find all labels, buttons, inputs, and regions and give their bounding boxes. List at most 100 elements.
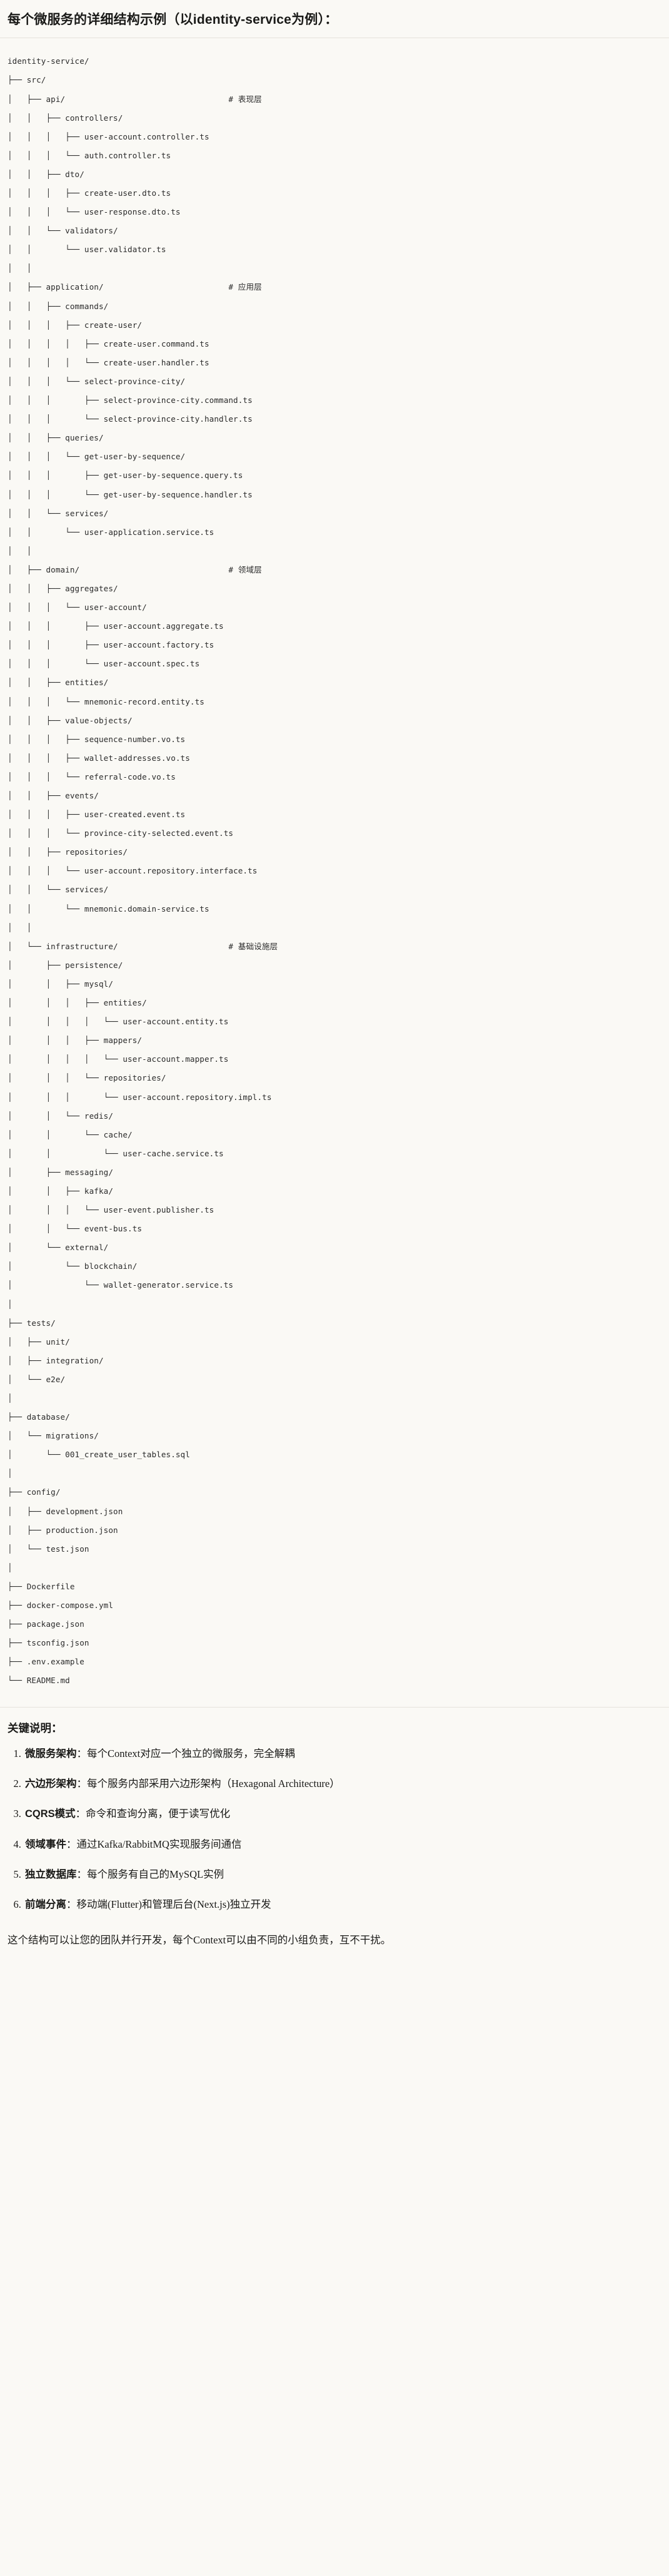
- tree-line: │ └── test.json: [8, 1544, 89, 1554]
- key-note-description: 移动端(Flutter)和管理后台(Next.js)独立开发: [76, 1898, 271, 1911]
- key-note-description: 每个服务内部采用六边形架构（Hexagonal Architecture）: [87, 1777, 340, 1789]
- key-note-description: 每个Context对应一个独立的微服务，完全解耦: [87, 1747, 295, 1759]
- tree-line: │ │ │ └── referral-code.vo.ts: [8, 771, 176, 781]
- tree-line: │ │: [8, 263, 32, 273]
- tree-line: │ ├── integration/: [8, 1355, 104, 1365]
- tree-line: │ │ ├── aggregates/: [8, 583, 118, 593]
- key-note-separator: ：: [66, 1838, 77, 1850]
- tree-line: │ └── wallet-generator.service.ts: [8, 1280, 234, 1290]
- tree-line: │ │ ├── repositories/: [8, 847, 128, 857]
- tree-line: │ └── external/: [8, 1243, 109, 1253]
- tree-line: │ │ └── services/: [8, 885, 109, 895]
- tree-line: │ │ │ └── user-account/: [8, 603, 147, 613]
- key-note-separator: ：: [76, 1868, 88, 1881]
- tree-line-comment: # 领域层: [228, 564, 262, 574]
- tree-line: │ │ ├── controllers/: [8, 113, 123, 123]
- page-title: 每个微服务的详细结构示例（以identity-service为例）：: [8, 13, 338, 27]
- key-note-item: CQRS模式：命令和查询分离，便于读写优化: [24, 1806, 661, 1822]
- key-note-item: 独立数据库：每个服务有自己的MySQL实例: [24, 1866, 661, 1883]
- tree-line: ├── tsconfig.json: [8, 1638, 89, 1648]
- tree-line: │ │ └── cache/: [8, 1129, 133, 1139]
- tree-line: │ │: [8, 546, 32, 556]
- key-note-term: 六边形架构: [25, 1778, 77, 1789]
- tree-line: │ │ └── user-cache.service.ts: [8, 1148, 224, 1158]
- tree-line: └── README.md: [8, 1676, 70, 1686]
- tree-line: │ │ └── services/: [8, 508, 109, 518]
- tree-line: │ └── 001_create_user_tables.sql: [8, 1450, 190, 1460]
- tree-line: │ │ │ └── user-account.repository.interf…: [8, 866, 258, 876]
- tree-line: identity-service/: [8, 56, 89, 66]
- tree-line: │ │ │ ├── mappers/: [8, 1036, 143, 1046]
- document-page: 每个微服务的详细结构示例（以identity-service为例）： ident…: [0, 0, 669, 1962]
- tree-line: │ │ │ └── get-user-by-sequence.handler.t…: [8, 489, 253, 499]
- key-notes-section: 关键说明： 微服务架构：每个Context对应一个独立的微服务，完全解耦六边形架…: [0, 1708, 669, 1930]
- tree-line: │ │ │ │ └── user-account.mapper.ts: [8, 1054, 229, 1064]
- key-note-term: 独立数据库: [25, 1869, 77, 1881]
- directory-tree-block: identity-service/ ├── src/ │ ├── api/ # …: [0, 38, 669, 1707]
- tree-line: │ │ │ └── province-city-selected.event.t…: [8, 828, 234, 838]
- key-note-term: 领域事件: [25, 1838, 66, 1850]
- key-note-item: 微服务架构：每个Context对应一个独立的微服务，完全解耦: [24, 1746, 661, 1762]
- tree-line: │ │ └── validators/: [8, 226, 118, 236]
- tree-line: ├── database/: [8, 1412, 70, 1422]
- tree-line: │ │ │ ├── user-created.event.ts: [8, 810, 186, 820]
- tree-line: │ │ ├── kafka/: [8, 1186, 114, 1196]
- tree-line: │ │ │ ├── wallet-addresses.vo.ts: [8, 753, 190, 763]
- tree-line: │: [8, 1469, 13, 1479]
- tree-line: │ │ └── user-application.service.ts: [8, 527, 214, 537]
- key-notes-list: 微服务架构：每个Context对应一个独立的微服务，完全解耦六边形架构：每个服务…: [8, 1746, 661, 1913]
- key-note-separator: ：: [75, 1808, 86, 1820]
- tree-line: │ │ │ │ ├── create-user.command.ts: [8, 339, 209, 349]
- tree-line: │ ├── persistence/: [8, 960, 123, 970]
- tree-line: │ │ │ ├── get-user-by-sequence.query.ts: [8, 471, 243, 481]
- directory-tree: identity-service/ ├── src/ │ ├── api/ # …: [8, 52, 661, 1690]
- key-note-description: 每个服务有自己的MySQL实例: [87, 1868, 224, 1881]
- key-note-term: 微服务架构: [25, 1748, 77, 1759]
- tree-line: │ │ ├── commands/: [8, 301, 109, 311]
- tree-line: │ └── e2e/: [8, 1374, 66, 1384]
- tree-line: ├── docker-compose.yml: [8, 1601, 114, 1611]
- tree-line: │ │ └── event-bus.ts: [8, 1224, 143, 1234]
- tree-line: │: [8, 1299, 13, 1309]
- tree-line: │ │ │ └── user-response.dto.ts: [8, 207, 181, 217]
- tree-line: │ │ │ ├── user-account.controller.ts: [8, 131, 209, 141]
- tree-line: │ │: [8, 922, 32, 932]
- tree-line: │: [8, 1393, 13, 1403]
- tree-line-comment: # 基础设施层: [228, 941, 278, 951]
- tree-line: │ │ │ └── select-province-city/: [8, 376, 186, 386]
- tree-line: │ │ ├── dto/: [8, 169, 84, 179]
- tree-line: │ │ └── mnemonic.domain-service.ts: [8, 904, 209, 914]
- key-note-item: 六边形架构：每个服务内部采用六边形架构（Hexagonal Architectu…: [24, 1776, 661, 1792]
- tree-line-comment: # 应用层: [228, 282, 262, 292]
- tree-line: ├── config/: [8, 1487, 61, 1497]
- key-note-separator: ：: [76, 1747, 88, 1759]
- tree-line: │ │ │ ├── sequence-number.vo.ts: [8, 734, 186, 744]
- tree-line: │ │ ├── events/: [8, 791, 99, 800]
- tree-line: │ ├── unit/: [8, 1336, 70, 1347]
- key-note-item: 前端分离：移动端(Flutter)和管理后台(Next.js)独立开发: [24, 1896, 661, 1913]
- tree-line: │ ├── development.json: [8, 1506, 123, 1516]
- closing-paragraph: 这个结构可以让您的团队并行开发，每个Context可以由不同的小组负责，互不干扰…: [8, 1933, 391, 1946]
- tree-line: │ │ │ ├── create-user/: [8, 320, 143, 330]
- tree-line: │ │ └── user.validator.ts: [8, 245, 166, 255]
- tree-line: │ │ │ │ └── user-account.entity.ts: [8, 1017, 229, 1027]
- tree-line: │ └── migrations/: [8, 1431, 99, 1441]
- tree-line: │ │ │ └── get-user-by-sequence/: [8, 452, 186, 462]
- tree-line: │ └── blockchain/: [8, 1261, 138, 1271]
- tree-line: │ │ ├── queries/: [8, 433, 104, 443]
- tree-line: │ └── infrastructure/ # 基础设施层: [8, 941, 278, 951]
- key-note-description: 通过Kafka/RabbitMQ实现服务间通信: [76, 1838, 242, 1850]
- key-note-separator: ：: [66, 1898, 77, 1911]
- tree-line: │ ├── application/ # 应用层: [8, 282, 262, 292]
- tree-line: │ │ │ ├── user-account.factory.ts: [8, 640, 214, 650]
- tree-line: │ │ │ └── repositories/: [8, 1073, 166, 1083]
- tree-line: │ ├── messaging/: [8, 1167, 114, 1177]
- tree-line: │ │ ├── mysql/: [8, 979, 114, 989]
- tree-line: ├── .env.example: [8, 1657, 84, 1667]
- tree-line: │ │ │ └── mnemonic-record.entity.ts: [8, 696, 204, 706]
- tree-line: │ │ │ │ └── create-user.handler.ts: [8, 357, 209, 367]
- key-note-term: CQRS模式: [25, 1808, 76, 1820]
- tree-line: │ ├── domain/ # 领域层: [8, 564, 262, 574]
- tree-line: │ ├── production.json: [8, 1525, 118, 1535]
- tree-line: │: [8, 1562, 13, 1572]
